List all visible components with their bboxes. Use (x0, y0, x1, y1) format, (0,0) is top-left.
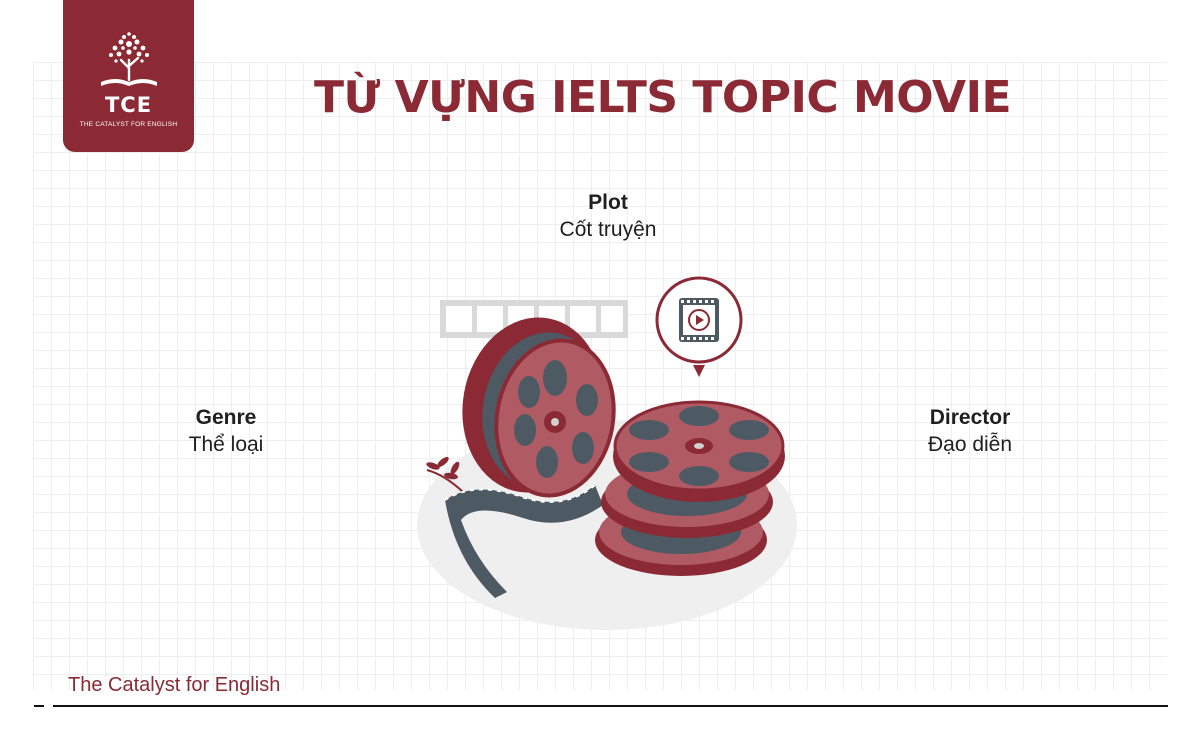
film-reel-stack (595, 400, 785, 576)
page-title: TỪ VỰNG IELTS TOPIC MOVIE (314, 72, 1012, 123)
tree-book-icon (101, 32, 157, 86)
film-reel-icon (462, 317, 616, 498)
brand-tagline: THE CATALYST FOR ENGLISH (79, 121, 178, 128)
term-genre-english: Genre (195, 406, 257, 429)
term-plot: Plot Cốt truyện (528, 190, 688, 243)
term-director-vietnamese: Đạo diễn (927, 433, 1013, 456)
term-genre-vietnamese: Thể loại (188, 433, 264, 456)
brand-logo[interactable]: TCE THE CATALYST FOR ENGLISH (63, 0, 194, 152)
leaf-sprig-icon (426, 456, 464, 493)
term-plot-vietnamese: Cốt truyện (559, 218, 657, 241)
footer-divider-short (34, 705, 44, 707)
footer-brand-name[interactable]: The Catalyst for English (68, 674, 281, 696)
play-video-icon (655, 276, 743, 377)
term-director: Director Đạo diễn (890, 405, 1050, 458)
film-reels-illustration (417, 276, 797, 630)
term-director-english: Director (929, 406, 1011, 429)
term-plot-english: Plot (588, 191, 628, 214)
film-ribbon (444, 484, 603, 598)
term-genre: Genre Thể loại (146, 405, 306, 458)
footer-divider (53, 705, 1168, 707)
brand-abbreviation: TCE (104, 93, 153, 117)
